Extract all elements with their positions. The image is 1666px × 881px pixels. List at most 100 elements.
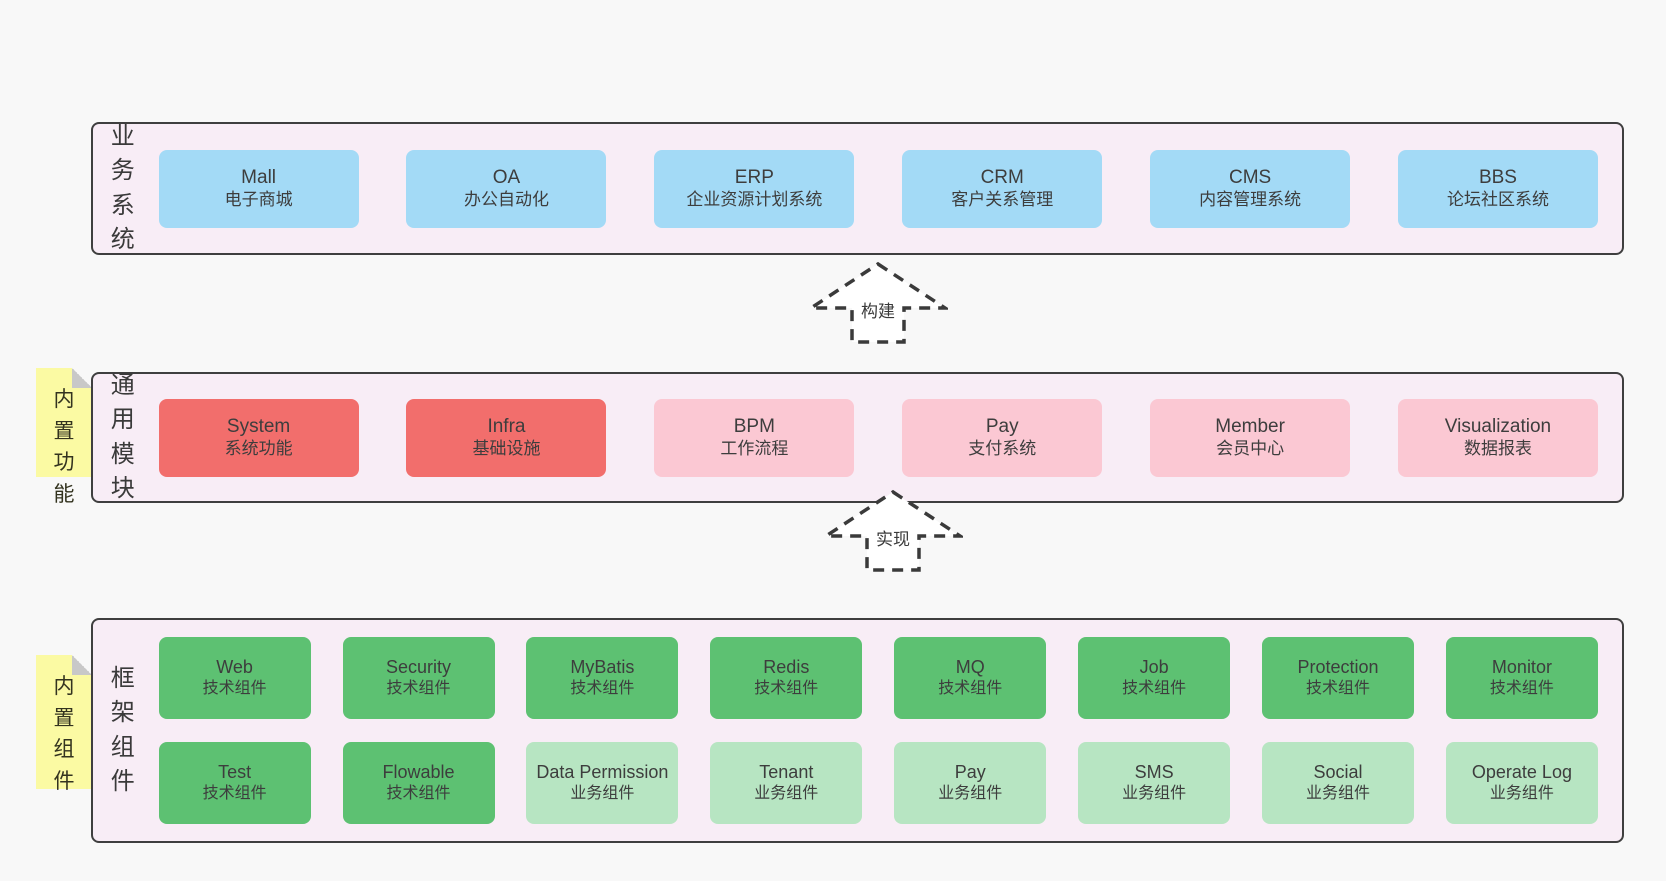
node-title: Visualization: [1444, 415, 1552, 437]
arrow-label-implement: 实现: [873, 525, 913, 550]
node-subtitle: 技术组件: [202, 784, 267, 802]
node-title: ERP: [734, 166, 774, 188]
band-label-framework-components: 框架组件: [110, 665, 135, 795]
node-title: Flowable: [382, 761, 455, 782]
node-subtitle: 业务组件: [570, 784, 635, 802]
band-label-business-systems: 业务系统: [110, 123, 135, 253]
node-test: Test 技术组件: [158, 742, 311, 824]
node-title: CMS: [1228, 166, 1272, 188]
node-subtitle: 业务组件: [754, 784, 819, 802]
node-tenant: Tenant 业务组件: [710, 742, 863, 824]
node-title: Social: [1313, 761, 1363, 782]
node-subtitle: 办公自动化: [463, 190, 549, 210]
node-infra: Infra 基础设施: [406, 398, 607, 477]
band-business-systems: 业务系统 Mall 电子商城 OA 办公自动化 ERP 企业资源计划系统 CRM…: [91, 122, 1624, 255]
band-label-common-modules: 通用模块: [110, 372, 135, 502]
node-social: Social 业务组件: [1262, 742, 1415, 824]
node-subtitle: 企业资源计划系统: [686, 190, 823, 210]
business-boxes-area: Mall 电子商城 OA 办公自动化 ERP 企业资源计划系统 CRM 客户关系…: [158, 149, 1622, 228]
node-subtitle: 业务组件: [1306, 784, 1371, 802]
node-subtitle: 支付系统: [968, 439, 1037, 459]
node-monitor: Monitor 技术组件: [1445, 637, 1598, 719]
node-title: BPM: [733, 415, 775, 437]
node-crm: CRM 客户关系管理: [902, 149, 1103, 228]
node-subtitle: 技术组件: [386, 784, 451, 802]
sticky-note-built-in-components: 内置组件: [36, 655, 92, 793]
node-subtitle: 系统功能: [224, 439, 293, 459]
node-redis: Redis 技术组件: [710, 637, 863, 719]
node-title: MQ: [955, 656, 985, 677]
node-title: Monitor: [1491, 656, 1552, 677]
node-title: Security: [385, 656, 452, 677]
node-subtitle: 业务组件: [938, 784, 1003, 802]
node-title: Tenant: [759, 761, 814, 782]
node-protection: Protection 技术组件: [1262, 637, 1415, 719]
node-subtitle: 技术组件: [1306, 679, 1371, 697]
node-title: Member: [1215, 415, 1285, 437]
node-title: Job: [1139, 656, 1169, 677]
sticky-note-label: 内置组件: [53, 675, 75, 793]
node-operate-log: Operate Log 业务组件: [1445, 742, 1598, 824]
node-pay-module: Pay 支付系统: [902, 398, 1103, 477]
node-mall: Mall 电子商城: [158, 149, 359, 228]
node-title: Test: [218, 761, 252, 782]
node-title: SMS: [1134, 761, 1174, 782]
node-title: OA: [492, 166, 521, 188]
node-cms: CMS 内容管理系统: [1150, 149, 1351, 228]
node-title: Protection: [1297, 656, 1379, 677]
node-title: MyBatis: [570, 656, 635, 677]
sticky-note-label: 内置功能: [53, 388, 75, 506]
node-subtitle: 电子商城: [224, 190, 293, 210]
node-title: Web: [216, 656, 253, 677]
node-member: Member 会员中心: [1150, 398, 1351, 477]
node-visualization: Visualization 数据报表: [1397, 398, 1598, 477]
arrow-label-build: 构建: [858, 297, 898, 322]
node-bpm: BPM 工作流程: [654, 398, 855, 477]
node-mybatis: MyBatis 技术组件: [526, 637, 679, 719]
node-title: Operate Log: [1471, 761, 1572, 782]
node-web: Web 技术组件: [158, 637, 311, 719]
band-framework-components: 框架组件 Web 技术组件 Security 技术组件 MyBatis 技术组件…: [91, 618, 1624, 843]
node-subtitle: 技术组件: [1122, 679, 1187, 697]
node-subtitle: 内容管理系统: [1199, 190, 1302, 210]
node-subtitle: 客户关系管理: [951, 190, 1054, 210]
node-erp: ERP 企业资源计划系统: [654, 149, 855, 228]
node-title: Pay: [985, 415, 1019, 437]
node-job: Job 技术组件: [1078, 637, 1231, 719]
node-sms: SMS 业务组件: [1078, 742, 1231, 824]
node-title: Mall: [241, 166, 277, 188]
node-title: Infra: [487, 415, 526, 437]
node-subtitle: 技术组件: [570, 679, 635, 697]
dashed-up-arrow-build: 构建: [808, 261, 948, 345]
node-system: System 系统功能: [158, 398, 359, 477]
node-subtitle: 技术组件: [754, 679, 819, 697]
node-subtitle: 基础设施: [472, 439, 541, 459]
node-subtitle: 论坛社区系统: [1446, 190, 1549, 210]
node-pay-component: Pay 业务组件: [894, 742, 1047, 824]
node-subtitle: 会员中心: [1216, 439, 1285, 459]
node-title: BBS: [1478, 166, 1517, 188]
node-subtitle: 技术组件: [202, 679, 267, 697]
band-common-modules: 通用模块 System 系统功能 Infra 基础设施 BPM 工作流程 Pay…: [91, 372, 1624, 503]
node-oa: OA 办公自动化: [406, 149, 607, 228]
node-subtitle: 技术组件: [938, 679, 1003, 697]
modules-boxes-area: System 系统功能 Infra 基础设施 BPM 工作流程 Pay 支付系统…: [158, 398, 1622, 477]
node-title: Pay: [954, 761, 986, 782]
node-subtitle: 工作流程: [720, 439, 789, 459]
node-security: Security 技术组件: [342, 637, 495, 719]
node-title: System: [226, 415, 291, 437]
node-subtitle: 技术组件: [1489, 679, 1554, 697]
components-boxes-area: Web 技术组件 Security 技术组件 MyBatis 技术组件 Redi…: [158, 637, 1622, 824]
node-subtitle: 技术组件: [386, 679, 451, 697]
sticky-note-built-in-features: 内置功能: [36, 368, 92, 506]
node-subtitle: 业务组件: [1489, 784, 1554, 802]
node-title: Redis: [763, 656, 810, 677]
node-data-permission: Data Permission 业务组件: [526, 742, 679, 824]
node-subtitle: 业务组件: [1122, 784, 1187, 802]
node-title: CRM: [980, 166, 1024, 188]
node-flowable: Flowable 技术组件: [342, 742, 495, 824]
node-title: Data Permission: [536, 761, 669, 782]
node-bbs: BBS 论坛社区系统: [1397, 149, 1598, 228]
dashed-up-arrow-implement: 实现: [823, 489, 963, 573]
